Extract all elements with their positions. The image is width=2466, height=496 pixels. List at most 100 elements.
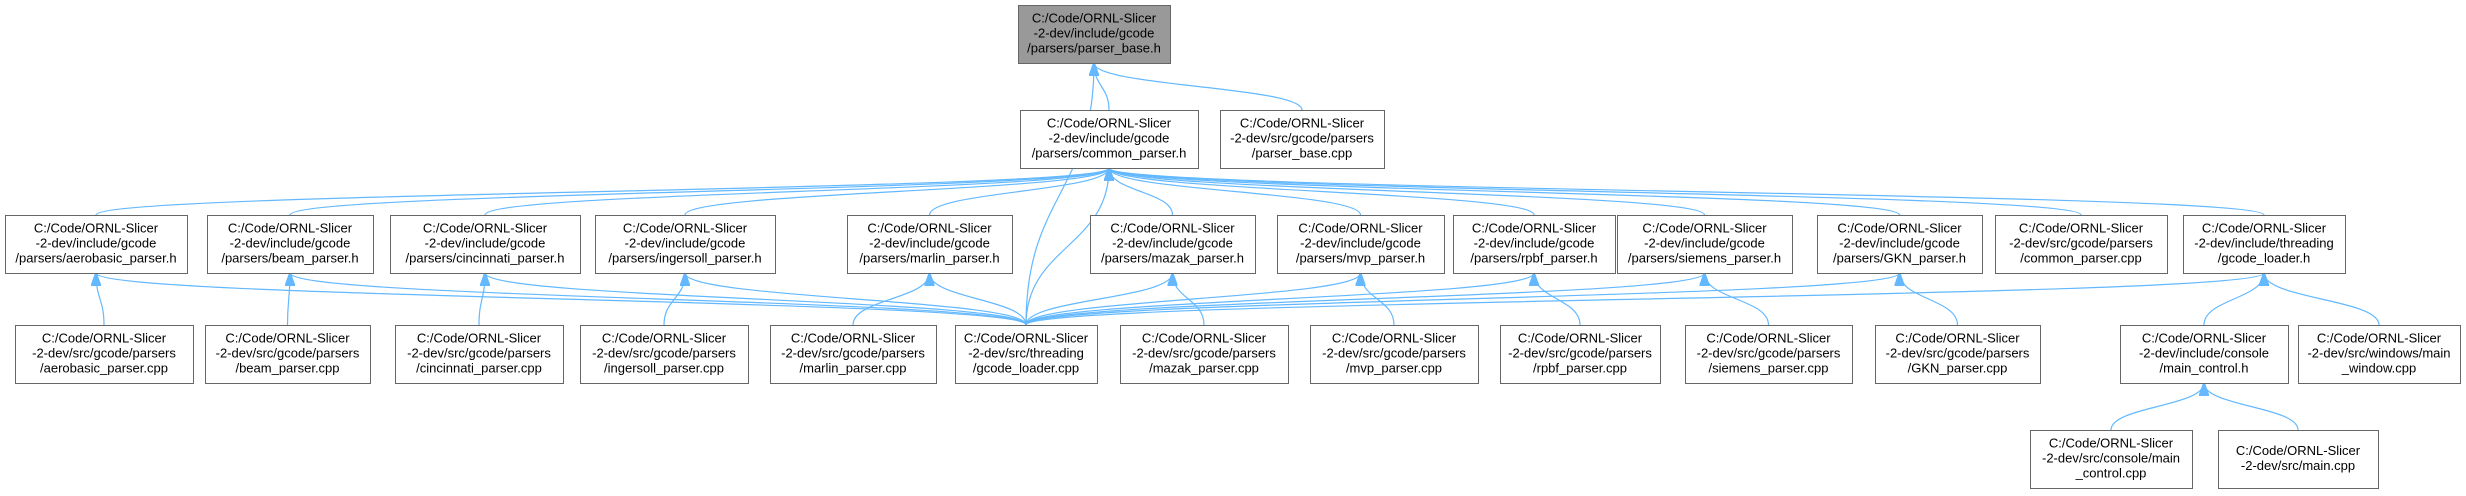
node-siemens-parser-h[interactable]: C:/Code/ORNL-Slicer-2-dev/include/gcode/… bbox=[1617, 215, 1793, 274]
node-box[interactable] bbox=[1020, 110, 1199, 169]
node-label-line: /mazak_parser.cpp bbox=[1149, 361, 1259, 376]
node-label-line: -2-dev/include/gcode bbox=[1112, 236, 1233, 251]
node-label-line: C:/Code/ORNL-Slicer bbox=[1142, 331, 1267, 346]
node-box[interactable] bbox=[1685, 325, 1853, 384]
node-label-line: /ingersoll_parser.cpp bbox=[604, 361, 724, 376]
node-label-line: -2-dev/src/gcode/parsers bbox=[216, 346, 360, 361]
node-box[interactable] bbox=[1120, 325, 1289, 384]
node-label-line: /marlin_parser.cpp bbox=[800, 361, 907, 376]
edge-gcode-loader-cpp-to-marlin-parser-h bbox=[930, 273, 1027, 326]
node-box[interactable] bbox=[5, 215, 188, 274]
node-box[interactable] bbox=[1220, 110, 1385, 169]
node-aerobasic-parser-cpp[interactable]: C:/Code/ORNL-Slicer-2-dev/src/gcode/pars… bbox=[15, 325, 194, 384]
node-gcode-loader-h[interactable]: C:/Code/ORNL-Slicer-2-dev/include/thread… bbox=[2183, 215, 2346, 274]
node-gkn-parser-h[interactable]: C:/Code/ORNL-Slicer-2-dev/include/gcode/… bbox=[1817, 215, 1983, 274]
node-label-line: /parsers/parser_base.h bbox=[1027, 41, 1161, 56]
node-box[interactable] bbox=[770, 325, 937, 384]
node-label-line: -2-dev/src/gcode/parsers bbox=[1508, 346, 1652, 361]
node-mvp-parser-cpp[interactable]: C:/Code/ORNL-Slicer-2-dev/src/gcode/pars… bbox=[1310, 325, 1479, 384]
node-siemens-parser-cpp[interactable]: C:/Code/ORNL-Slicer-2-dev/src/gcode/pars… bbox=[1685, 325, 1853, 384]
node-label-line: _window.cpp bbox=[2341, 361, 2416, 376]
edge-gcode-loader-cpp-to-mazak-parser-h bbox=[1025, 273, 1173, 326]
node-label-line: C:/Code/ORNL-Slicer bbox=[1110, 221, 1235, 236]
edge-gcode-loader-cpp-to-mvp-parser-h bbox=[1025, 273, 1361, 326]
node-box[interactable] bbox=[1617, 215, 1793, 274]
node-box[interactable] bbox=[955, 325, 1098, 384]
node-common-parser-cpp[interactable]: C:/Code/ORNL-Slicer-2-dev/src/gcode/pars… bbox=[1995, 215, 2168, 274]
node-gcode-loader-cpp[interactable]: C:/Code/ORNL-Slicer-2-dev/src/threading/… bbox=[955, 325, 1098, 384]
node-box[interactable] bbox=[1875, 325, 2041, 384]
node-cincinnati-parser-cpp[interactable]: C:/Code/ORNL-Slicer-2-dev/src/gcode/pars… bbox=[395, 325, 564, 384]
node-label-line: C:/Code/ORNL-Slicer bbox=[2142, 331, 2267, 346]
node-label-line: C:/Code/ORNL-Slicer bbox=[423, 221, 548, 236]
node-label-line: /parsers/common_parser.h bbox=[1032, 146, 1187, 161]
node-box[interactable] bbox=[390, 215, 581, 274]
node-label-line: /main_control.h bbox=[2160, 361, 2249, 376]
node-box[interactable] bbox=[1277, 215, 1445, 274]
node-label-line: -2-dev/src/console/main bbox=[2042, 451, 2180, 466]
node-box[interactable] bbox=[2183, 215, 2346, 274]
node-ingersoll-parser-cpp[interactable]: C:/Code/ORNL-Slicer-2-dev/src/gcode/pars… bbox=[580, 325, 749, 384]
node-box[interactable] bbox=[1018, 5, 1171, 64]
node-label-line: C:/Code/ORNL-Slicer bbox=[2019, 221, 2144, 236]
node-label-line: C:/Code/ORNL-Slicer bbox=[791, 331, 916, 346]
node-marlin-parser-cpp[interactable]: C:/Code/ORNL-Slicer-2-dev/src/gcode/pars… bbox=[770, 325, 937, 384]
node-mvp-parser-h[interactable]: C:/Code/ORNL-Slicer-2-dev/include/gcode/… bbox=[1277, 215, 1445, 274]
node-box[interactable] bbox=[1453, 215, 1616, 274]
node-box[interactable] bbox=[847, 215, 1013, 274]
edge-gkn-parser-h-to-common-parser-h bbox=[1109, 168, 1901, 216]
node-label-line: C:/Code/ORNL-Slicer bbox=[1518, 331, 1643, 346]
node-label-line: -2-dev/include/gcode bbox=[1474, 236, 1595, 251]
node-box[interactable] bbox=[1310, 325, 1479, 384]
node-label-line: -2-dev/include/gcode bbox=[1300, 236, 1421, 251]
node-beam-parser-cpp[interactable]: C:/Code/ORNL-Slicer-2-dev/src/gcode/pars… bbox=[205, 325, 371, 384]
node-common-parser-h[interactable]: C:/Code/ORNL-Slicer-2-dev/include/gcode/… bbox=[1020, 110, 1199, 169]
node-box[interactable] bbox=[15, 325, 194, 384]
node-ingersoll-parser-h[interactable]: C:/Code/ORNL-Slicer-2-dev/include/gcode/… bbox=[595, 215, 776, 274]
node-label-line: -2-dev/src/gcode/parsers bbox=[1230, 131, 1374, 146]
edge-gcode-loader-cpp-to-aerobasic-parser-h bbox=[96, 273, 1027, 326]
node-label-line: -2-dev/src/windows/main bbox=[2307, 346, 2450, 361]
node-marlin-parser-h[interactable]: C:/Code/ORNL-Slicer-2-dev/include/gcode/… bbox=[847, 215, 1013, 274]
node-box[interactable] bbox=[1995, 215, 2168, 274]
node-box[interactable] bbox=[205, 325, 371, 384]
node-box[interactable] bbox=[2218, 430, 2379, 489]
edge-gcode-loader-cpp-to-gkn-parser-h bbox=[1025, 273, 1900, 326]
node-rpbf-parser-cpp[interactable]: C:/Code/ORNL-Slicer-2-dev/src/gcode/pars… bbox=[1500, 325, 1661, 384]
node-label-line: /gcode_loader.h bbox=[2218, 251, 2311, 266]
node-label-line: /mvp_parser.cpp bbox=[1346, 361, 1442, 376]
node-box[interactable] bbox=[1500, 325, 1661, 384]
node-parser-base-h[interactable]: C:/Code/ORNL-Slicer-2-dev/include/gcode/… bbox=[1018, 5, 1171, 64]
edge-marlin-parser-h-to-common-parser-h bbox=[928, 168, 1110, 216]
node-label-line: -2-dev/src/gcode/parsers bbox=[1322, 346, 1466, 361]
node-mazak-parser-h[interactable]: C:/Code/ORNL-Slicer-2-dev/include/gcode/… bbox=[1090, 215, 1256, 274]
node-cincinnati-parser-h[interactable]: C:/Code/ORNL-Slicer-2-dev/include/gcode/… bbox=[390, 215, 581, 274]
node-box[interactable] bbox=[2030, 430, 2193, 489]
node-box[interactable] bbox=[2120, 325, 2289, 384]
node-box[interactable] bbox=[1090, 215, 1256, 274]
node-label-line: /parsers/marlin_parser.h bbox=[859, 251, 999, 266]
node-parser-base-cpp[interactable]: C:/Code/ORNL-Slicer-2-dev/src/gcode/pars… bbox=[1220, 110, 1385, 169]
node-box[interactable] bbox=[580, 325, 749, 384]
edge-gcode-loader-cpp-to-parser-base-h bbox=[1025, 63, 1094, 326]
node-box[interactable] bbox=[1817, 215, 1983, 274]
node-box[interactable] bbox=[595, 215, 776, 274]
node-main-cpp[interactable]: C:/Code/ORNL-Slicer-2-dev/src/main.cpp bbox=[2218, 430, 2379, 489]
node-box[interactable] bbox=[207, 215, 374, 274]
edge-gcode-loader-h-to-common-parser-h bbox=[1109, 168, 2265, 216]
node-main-control-h[interactable]: C:/Code/ORNL-Slicer-2-dev/include/consol… bbox=[2120, 325, 2289, 384]
node-beam-parser-h[interactable]: C:/Code/ORNL-Slicer-2-dev/include/gcode/… bbox=[207, 215, 374, 274]
node-main-control-cpp[interactable]: C:/Code/ORNL-Slicer-2-dev/src/console/ma… bbox=[2030, 430, 2193, 489]
node-mazak-parser-cpp[interactable]: C:/Code/ORNL-Slicer-2-dev/src/gcode/pars… bbox=[1120, 325, 1289, 384]
node-box[interactable] bbox=[395, 325, 564, 384]
node-rpbf-parser-h[interactable]: C:/Code/ORNL-Slicer-2-dev/include/gcode/… bbox=[1453, 215, 1616, 274]
node-gkn-parser-cpp[interactable]: C:/Code/ORNL-Slicer-2-dev/src/gcode/pars… bbox=[1875, 325, 2041, 384]
node-aerobasic-parser-h[interactable]: C:/Code/ORNL-Slicer-2-dev/include/gcode/… bbox=[5, 215, 188, 274]
node-main-window-cpp[interactable]: C:/Code/ORNL-Slicer-2-dev/src/windows/ma… bbox=[2298, 325, 2461, 384]
node-box[interactable] bbox=[2298, 325, 2461, 384]
node-label-line: -2-dev/src/main.cpp bbox=[2241, 458, 2355, 473]
node-label-line: C:/Code/ORNL-Slicer bbox=[1895, 331, 2020, 346]
node-label-line: /parsers/mazak_parser.h bbox=[1101, 251, 1244, 266]
node-label-line: /parsers/beam_parser.h bbox=[221, 251, 358, 266]
node-label-line: /parsers/cincinnati_parser.h bbox=[406, 251, 565, 266]
